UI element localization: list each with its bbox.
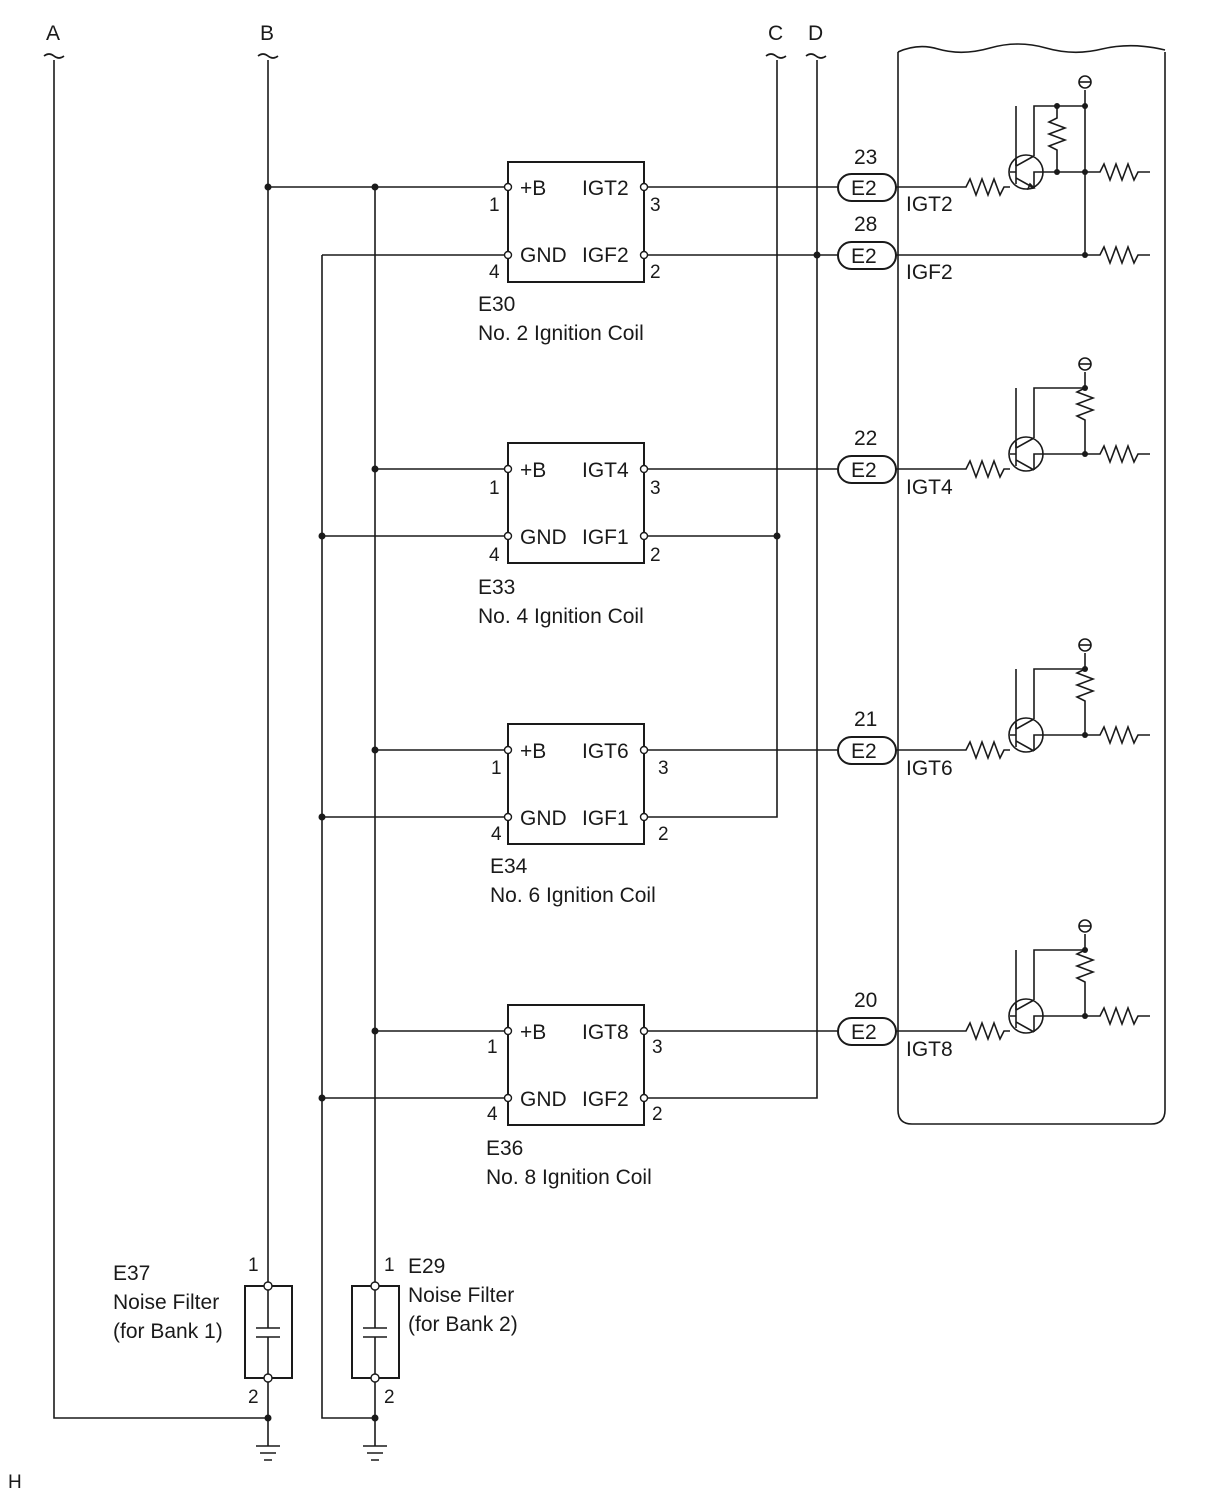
- noise-filter-e37: 1 2 E37 Noise Filter (for Bank 1): [113, 1255, 293, 1418]
- coil-id: E34: [490, 855, 528, 878]
- noise-filter-bank: (for Bank 1): [113, 1320, 223, 1343]
- coil-gnd-label: GND: [520, 1088, 567, 1111]
- coil-name: No. 8 Ignition Coil: [486, 1166, 652, 1189]
- ecu-driver-igt2: [896, 75, 1150, 266]
- junction-dots: [264, 183, 821, 1422]
- coil-pin-plus-b: 1: [487, 1037, 498, 1058]
- bus-labels: A B C D: [46, 22, 823, 45]
- connector-label: E2: [851, 1021, 877, 1044]
- coil-pin-gnd: 4: [487, 1104, 498, 1125]
- coil-igt-label: IGT8: [582, 1021, 629, 1044]
- ecu-signal-label: IGT8: [906, 1038, 953, 1061]
- coil-igf-label: IGF1: [582, 526, 629, 549]
- coil-pin-igt: 3: [652, 1037, 663, 1058]
- coil-igf-label: IGF2: [582, 1088, 629, 1111]
- noise-filter-pin-top: 1: [384, 1255, 395, 1276]
- coil-wiring: [322, 186, 838, 1099]
- coil-igf-label: IGF2: [582, 244, 629, 267]
- bus-label-c: C: [768, 22, 783, 45]
- ecu-driver-igt8: [896, 919, 1150, 1042]
- coil-pin-plus-b: 1: [489, 478, 500, 499]
- ecu-signal-label: IGF2: [906, 261, 953, 284]
- noise-filter-title: Noise Filter: [113, 1291, 219, 1314]
- ecu-connector-igt6: E2 21 IGT6: [837, 708, 953, 780]
- bus-label-a: A: [46, 22, 60, 45]
- ecu-block: [897, 43, 1166, 1125]
- coil-pin-gnd: 4: [491, 824, 502, 845]
- coil-igt-label: IGT6: [582, 740, 629, 763]
- ecu-connector-igt8: E2 20 IGT8: [837, 989, 953, 1061]
- coil-name: No. 2 Ignition Coil: [478, 322, 644, 345]
- ecu-connector-igt2: E2 23 IGT2: [837, 146, 953, 216]
- ground-symbol-bank1: [256, 1418, 280, 1461]
- coil-pin-igt: 3: [650, 195, 661, 216]
- coil-plus-b-label: +B: [520, 177, 546, 200]
- noise-filter-bank: (for Bank 2): [408, 1313, 518, 1336]
- coil-pin-igt: 3: [658, 758, 669, 779]
- ecu-driver-igt6: [896, 638, 1150, 761]
- coil-plus-b-label: +B: [520, 1021, 546, 1044]
- ecu-connector-igf2: E2 28 IGF2: [837, 213, 953, 284]
- noise-filter-pin-bottom: 2: [384, 1387, 395, 1408]
- coil-pin-igf: 2: [658, 824, 669, 845]
- bus-wires: [43, 53, 827, 1419]
- coil-name: No. 4 Ignition Coil: [478, 605, 644, 628]
- bus-label-d: D: [808, 22, 823, 45]
- ecu-signal-label: IGT4: [906, 476, 953, 499]
- coil-pin-igf: 2: [652, 1104, 663, 1125]
- coil-pin-gnd: 4: [489, 545, 500, 566]
- bus-label-b: B: [260, 22, 274, 45]
- connector-pin: 22: [854, 427, 877, 450]
- ecu-connector-igt4: E2 22 IGT4: [837, 427, 953, 499]
- coil-plus-b-label: +B: [520, 459, 546, 482]
- coil-pin-plus-b: 1: [489, 195, 500, 216]
- ecu-driver-igt4: [896, 357, 1150, 480]
- connector-label: E2: [851, 177, 877, 200]
- coil-gnd-label: GND: [520, 807, 567, 830]
- coil-gnd-label: GND: [520, 244, 567, 267]
- noise-filter-pin-top: 1: [248, 1255, 259, 1276]
- ignition-coil-e30: +B IGT2 GND IGF2 1 3 4 2 E30 No. 2 Ignit…: [478, 161, 661, 345]
- coil-pin-gnd: 4: [489, 262, 500, 283]
- ignition-coil-e34: +B IGT6 GND IGF1 1 3 4 2 E34 No. 6 Ignit…: [490, 723, 669, 907]
- coil-id: E33: [478, 576, 515, 599]
- coil-pin-igf: 2: [650, 262, 661, 283]
- connector-label: E2: [851, 245, 877, 268]
- noise-filter-id: E29: [408, 1255, 445, 1278]
- coil-pin-igf: 2: [650, 545, 661, 566]
- ecu-signal-label: IGT6: [906, 757, 953, 780]
- coil-igf-label: IGF1: [582, 807, 629, 830]
- coil-pin-igt: 3: [650, 478, 661, 499]
- coil-gnd-label: GND: [520, 526, 567, 549]
- corner-label: H: [8, 1472, 22, 1493]
- ground-symbol-bank2: [363, 1418, 387, 1461]
- ignition-coil-e36: +B IGT8 GND IGF2 1 3 4 2 E36 No. 8 Ignit…: [486, 1004, 663, 1189]
- coil-igt-label: IGT2: [582, 177, 629, 200]
- ecu-signal-label: IGT2: [906, 193, 953, 216]
- connector-pin: 23: [854, 146, 877, 169]
- connector-label: E2: [851, 740, 877, 763]
- connector-label: E2: [851, 459, 877, 482]
- coil-id: E36: [486, 1137, 523, 1160]
- coil-id: E30: [478, 293, 515, 316]
- noise-filter-pin-bottom: 2: [248, 1387, 259, 1408]
- coil-name: No. 6 Ignition Coil: [490, 884, 656, 907]
- noise-filter-e29: 1 2 E29 Noise Filter (for Bank 2): [351, 1255, 518, 1418]
- coil-igt-label: IGT4: [582, 459, 629, 482]
- noise-filter-title: Noise Filter: [408, 1284, 514, 1307]
- coil-plus-b-label: +B: [520, 740, 546, 763]
- noise-filter-id: E37: [113, 1262, 150, 1285]
- connector-pin: 20: [854, 989, 877, 1012]
- coil-pin-plus-b: 1: [491, 758, 502, 779]
- connector-pin: 28: [854, 213, 877, 236]
- ignition-coil-e33: +B IGT4 GND IGF1 1 3 4 2 E33 No. 4 Ignit…: [478, 442, 661, 628]
- connector-pin: 21: [854, 708, 877, 731]
